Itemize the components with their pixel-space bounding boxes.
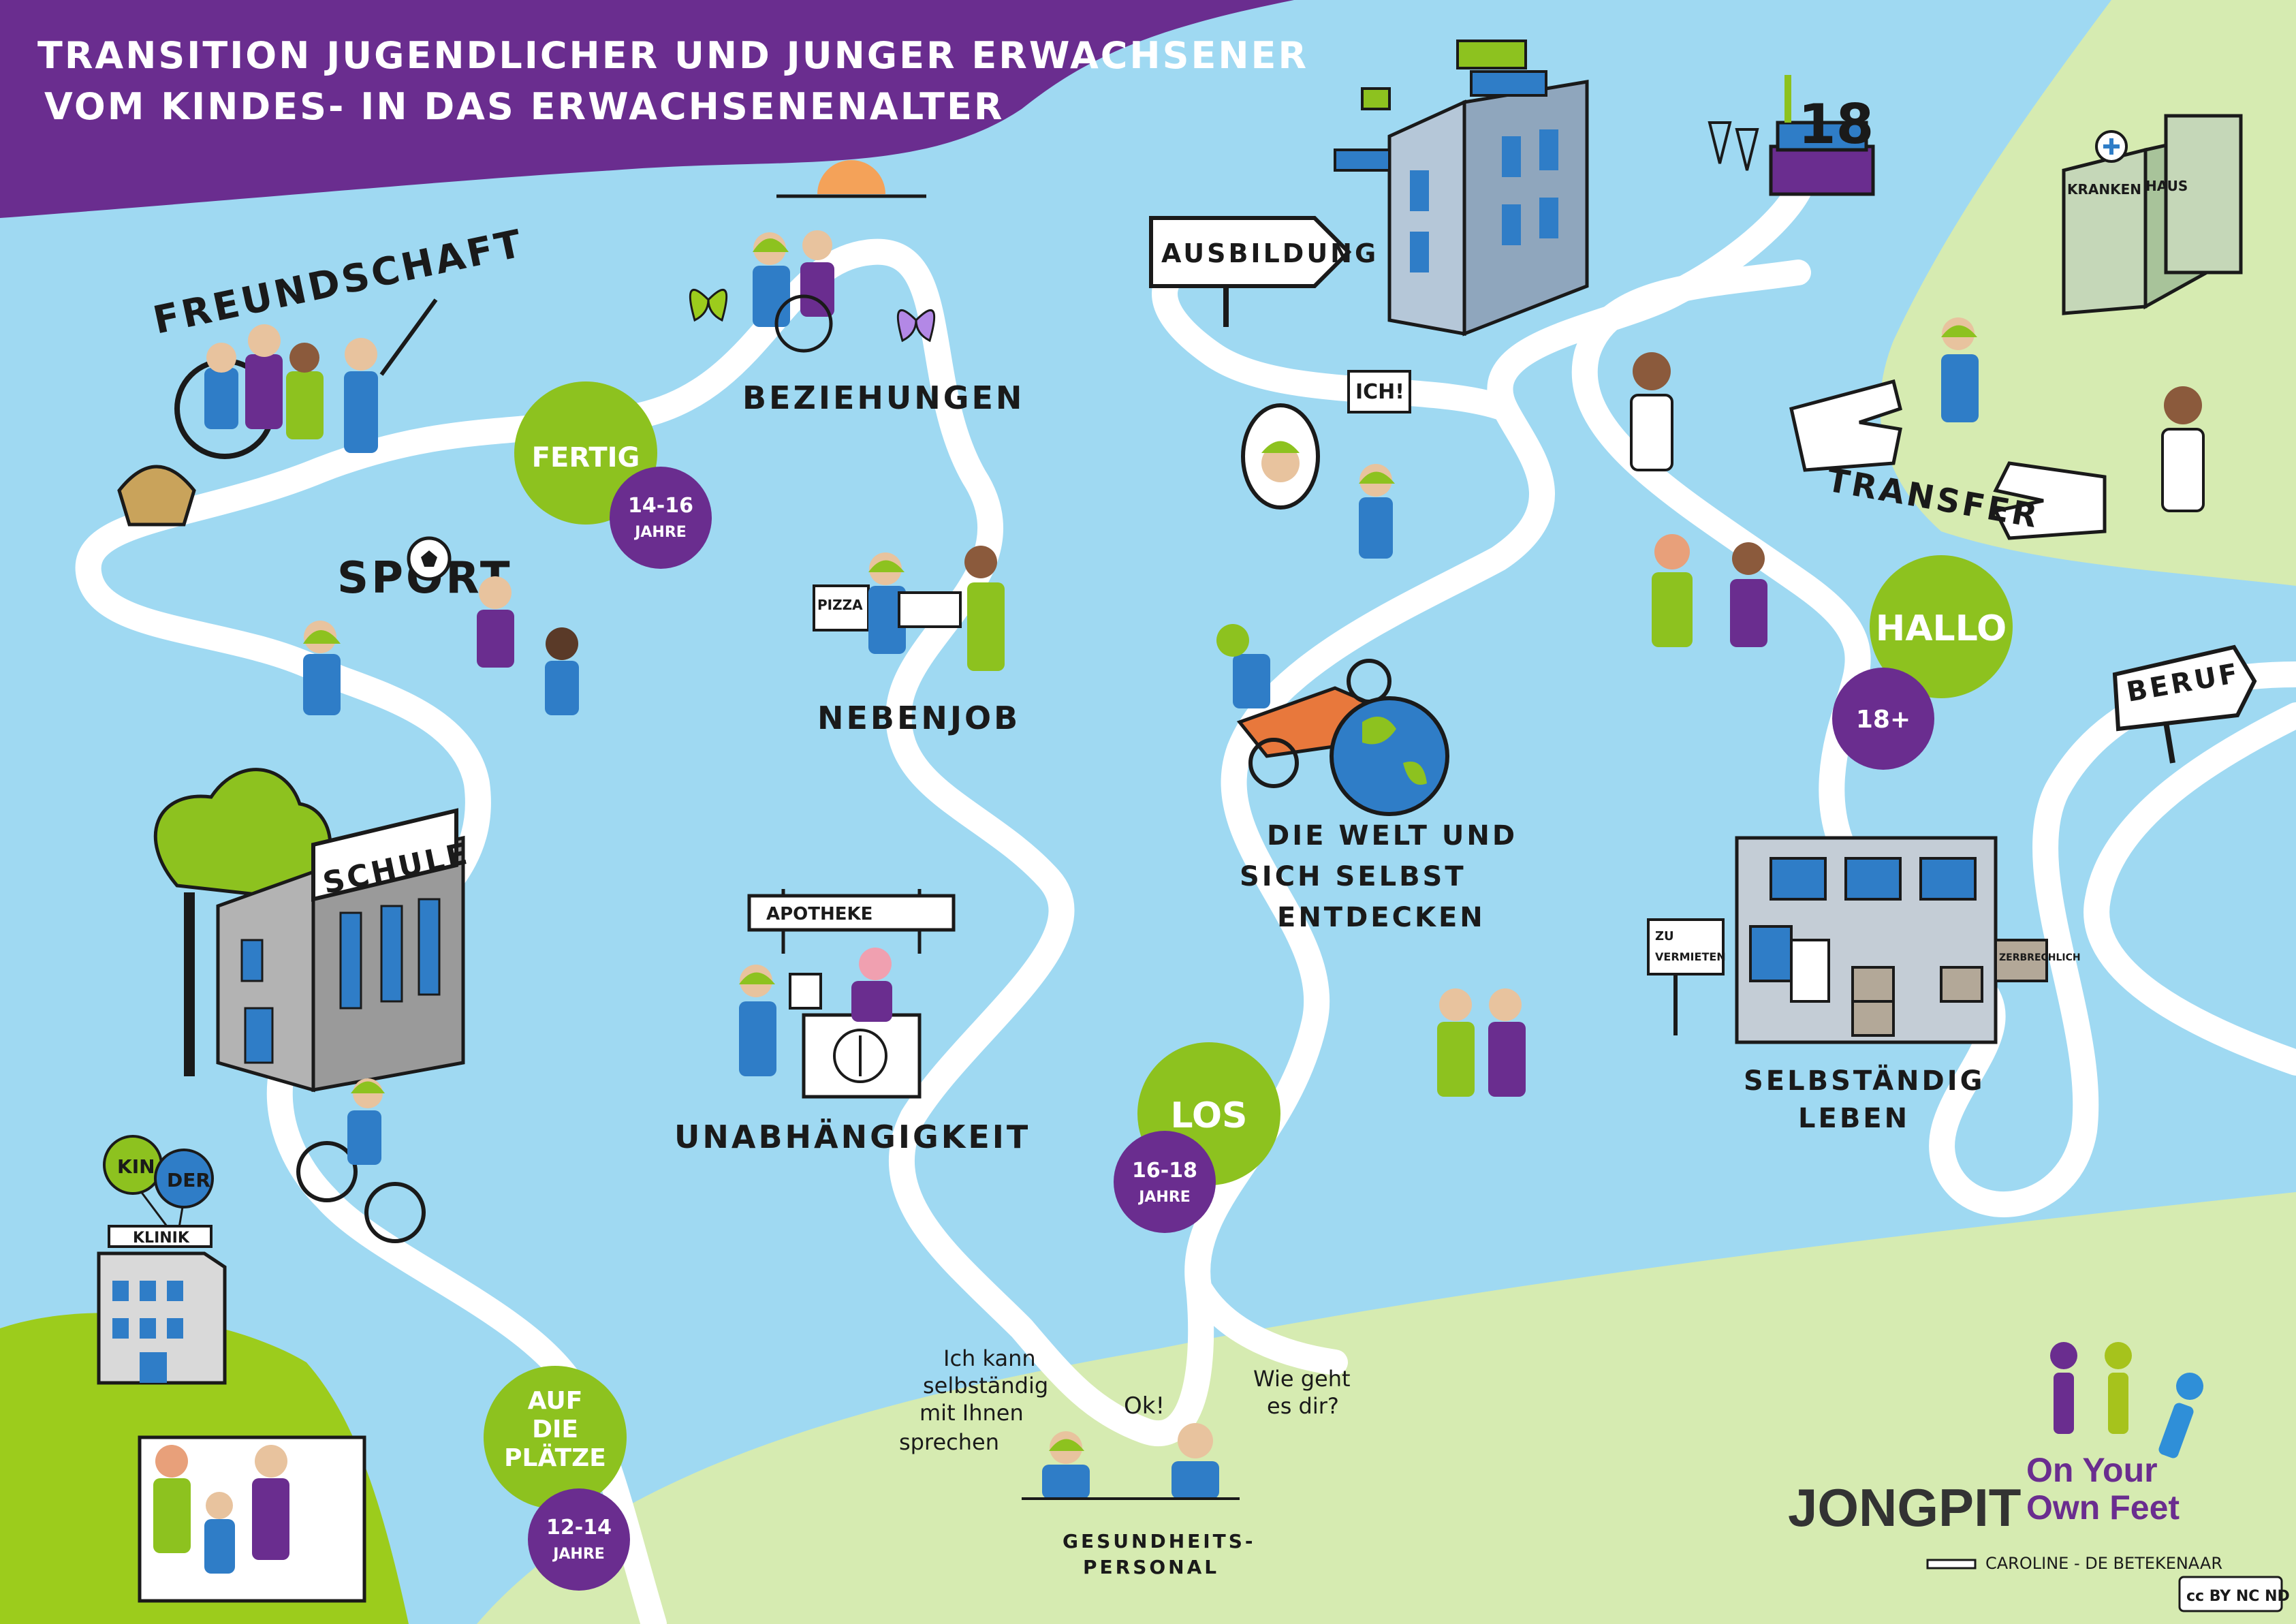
to-rent-label-1: ZU bbox=[1655, 929, 1674, 943]
ausbildung-signpost bbox=[1149, 216, 1352, 327]
stage-hallo-age: 18+ bbox=[1856, 706, 1910, 734]
label-welt-1: DIE WELT UND bbox=[1267, 820, 1517, 852]
pizza-box-label: PIZZA bbox=[817, 597, 863, 613]
consultation-illustration bbox=[1022, 1423, 1240, 1500]
title-line-2: VOM KINDES- IN DAS ERWACHSENENALTER bbox=[44, 85, 1004, 128]
soccer-ball-icon bbox=[407, 536, 452, 581]
label-ausbildung: AUSBILDUNG bbox=[1161, 238, 1379, 268]
birthday-cake-illustration bbox=[1769, 75, 1875, 196]
stage-fertig-years: JAHRE bbox=[633, 524, 687, 541]
stage-los-age: 16-18 bbox=[1132, 1159, 1197, 1183]
stage-los-years: JAHRE bbox=[1137, 1189, 1191, 1206]
cake-number: 18 bbox=[1798, 93, 1874, 156]
stage-auf-age: 12-14 bbox=[546, 1516, 612, 1540]
globe-icon bbox=[1330, 696, 1449, 816]
nurse-illustration-2 bbox=[2161, 386, 2205, 512]
family-illustration bbox=[138, 1435, 366, 1603]
balloon-der: DER bbox=[167, 1169, 210, 1191]
speech-patient-1: Ich kann bbox=[943, 1345, 1036, 1371]
speech-ich: ICH! bbox=[1355, 380, 1404, 404]
stage-fertig: FERTIG 14-16 JAHRE bbox=[514, 381, 712, 569]
pizza-delivery-illustration: PIZZA bbox=[813, 546, 1005, 671]
couple-illustration bbox=[1437, 988, 1526, 1097]
stage-fertig-label: FERTIG bbox=[532, 442, 640, 473]
nurse-illustration bbox=[1630, 352, 1673, 471]
kids-playing-illustration bbox=[303, 576, 579, 715]
label-welt-2: SICH SELBST bbox=[1240, 861, 1466, 892]
stage-auf-label-1: AUF bbox=[528, 1387, 583, 1415]
to-rent-sign bbox=[1647, 918, 1725, 1035]
label-freundschaft: FREUNDSCHAFT bbox=[149, 221, 528, 343]
champagne-glasses-icon bbox=[1708, 121, 1759, 171]
backpack-icon bbox=[117, 465, 196, 527]
stage-hallo: HALLO 18+ bbox=[1832, 555, 2013, 770]
pharmacy-illustration bbox=[739, 889, 956, 1099]
friends-group-illustration bbox=[174, 298, 438, 459]
label-gesundheit-2: PERSONAL bbox=[1083, 1556, 1219, 1578]
university-building-illustration bbox=[1334, 40, 1589, 337]
label-selbst-1: SELBSTÄNDIG bbox=[1744, 1064, 1985, 1097]
logo-oyof-2: Own Feet bbox=[2026, 1488, 2180, 1527]
children-hospital-illustration: KIN DER KLINIK bbox=[97, 1135, 227, 1385]
creative-commons-badge bbox=[2178, 1576, 2283, 1612]
stage-auf-label-2: DIE bbox=[532, 1416, 578, 1443]
label-selbst-2: LEBEN bbox=[1798, 1103, 1910, 1134]
speech-ok: Ok! bbox=[1124, 1392, 1165, 1420]
to-rent-label-2: VERMIETEN bbox=[1655, 950, 1726, 963]
clinic-sign: KLINIK bbox=[133, 1230, 190, 1247]
hospital-sign-2: HAUS bbox=[2145, 178, 2188, 194]
speech-staff-2: es dir? bbox=[1267, 1393, 1339, 1419]
hospital-sign-1: KRANKEN bbox=[2067, 181, 2141, 198]
young-adults-illustration bbox=[1652, 534, 1767, 647]
mirror-illustration bbox=[1241, 370, 1411, 559]
pencil-icon bbox=[1926, 1559, 1977, 1570]
butterfly-icon-2 bbox=[896, 309, 936, 343]
label-welt-3: ENTDECKEN bbox=[1277, 902, 1485, 933]
logo-oyof-1: On Your bbox=[2026, 1451, 2158, 1489]
label-beziehungen: BEZIEHUNGEN bbox=[742, 379, 1024, 416]
transfer-hands-illustration bbox=[1789, 317, 2107, 540]
stage-fertig-age: 14-16 bbox=[628, 494, 693, 518]
logo-jongpit: JONGPIT bbox=[1788, 1478, 2021, 1537]
speech-staff-1: Wie geht bbox=[1253, 1366, 1351, 1392]
school-building-illustration bbox=[153, 768, 465, 1093]
land-bottom bbox=[477, 1192, 2296, 1624]
title-line-1: TRANSITION JUGENDLICHER UND JUNGER ERWAC… bbox=[37, 34, 1308, 77]
label-gesundheit-1: GESUNDHEITS- bbox=[1063, 1530, 1256, 1552]
fragile-label: ZERBRECHLICH bbox=[1999, 952, 2081, 963]
pharmacy-sign: APOTHEKE bbox=[766, 904, 872, 924]
sunset-icon bbox=[776, 160, 926, 198]
cyclist-illustration bbox=[296, 1078, 426, 1243]
speech-patient-2: selbständig bbox=[923, 1373, 1048, 1399]
adult-hospital-illustration bbox=[2062, 114, 2243, 315]
stage-hallo-label: HALLO bbox=[1876, 608, 2007, 649]
stage-los-label: LOS bbox=[1171, 1095, 1248, 1136]
illustrator-credit: CAROLINE - DE BETEKENAAR bbox=[1985, 1554, 2222, 1573]
stage-auf-die-plaetze: AUF DIE PLÄTZE 12-14 JAHRE bbox=[484, 1366, 630, 1591]
balloon-kin: KIN bbox=[117, 1155, 155, 1178]
title-banner bbox=[0, 0, 1294, 218]
apartment-building-illustration bbox=[1735, 836, 2048, 1044]
on-your-own-feet-logo bbox=[2050, 1342, 2203, 1458]
label-unabhaengigkeit: UNABHÄNGIGKEIT bbox=[674, 1119, 1031, 1155]
speech-patient-4: sprechen bbox=[899, 1429, 999, 1455]
stage-auf-years: JAHRE bbox=[552, 1546, 605, 1563]
beruf-signpost bbox=[2112, 644, 2257, 764]
speech-patient-3: mit Ihnen bbox=[919, 1400, 1024, 1426]
label-nebenjob: NEBENJOB bbox=[817, 700, 1020, 736]
couple-wheelchair-illustration bbox=[753, 230, 834, 353]
butterfly-icon bbox=[689, 289, 728, 322]
license-label: cc BY NC ND bbox=[2186, 1588, 2290, 1605]
stage-auf-label-3: PLÄTZE bbox=[504, 1443, 606, 1472]
stage-los: LOS 16-18 JAHRE bbox=[1114, 1042, 1280, 1233]
